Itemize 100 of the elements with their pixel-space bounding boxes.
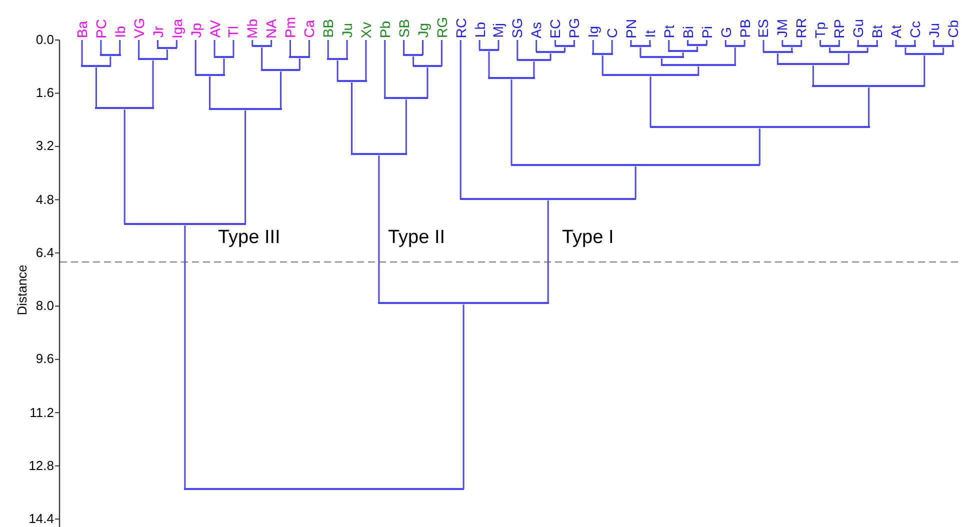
dendrogram-branch [440, 40, 442, 66]
cluster-join-line [100, 54, 121, 56]
dendrogram-branch [166, 50, 168, 59]
cluster-label: Type I [562, 227, 614, 249]
leaf-label: Bt [869, 24, 886, 38]
dendrogram-branch [244, 110, 246, 224]
cluster-join-line [857, 45, 878, 47]
leaf-label: RC [452, 18, 469, 38]
leaf-label: EC [547, 18, 564, 38]
dendrogram-branch [365, 40, 367, 81]
dendrogram-branch [336, 60, 338, 81]
leaf-label: Ba [74, 20, 90, 38]
dendrogram-branch [261, 48, 263, 70]
cluster-join-line [904, 53, 944, 55]
leaf-label: Jr [150, 26, 166, 38]
cluster-join-line [460, 198, 636, 200]
dendrogram-branch [734, 48, 736, 65]
dendrogram-branch [110, 56, 112, 66]
leaf-label: Tl [225, 26, 242, 38]
dendrogram-branch [904, 48, 906, 54]
dendrogram-branch [426, 68, 428, 98]
leaf-label: At [888, 24, 904, 38]
leaf-label: Jp [188, 23, 204, 38]
dendrogram-branch [758, 128, 760, 165]
leaf-label: Xv [358, 22, 374, 38]
dendrogram-branch [384, 40, 386, 98]
dendrogram-branch [460, 40, 462, 199]
dendrogram-branch [498, 40, 500, 50]
leaf-label: As [528, 22, 544, 38]
cluster-join-line [351, 153, 407, 155]
dendrogram-branch [184, 226, 186, 489]
leaf-label: JM [774, 19, 790, 38]
cluster-join-line [209, 108, 282, 110]
leaf-label: Cc [906, 20, 923, 38]
dendrogram-branch [550, 54, 552, 60]
cluster-join-line [194, 74, 225, 76]
cluster-join-line [156, 47, 178, 49]
dendrogram-branch [403, 40, 405, 55]
dendrogram-branch [280, 72, 282, 109]
dendrogram-branch [650, 76, 652, 127]
cluster-join-line [384, 97, 428, 99]
dendrogram-branch [592, 40, 594, 54]
dendrogram-branch [868, 88, 870, 127]
leaf-label: PB [736, 19, 753, 38]
leaf-label: PG [566, 18, 582, 38]
leaf-label: Jg [414, 23, 431, 38]
dendrogram-branch [536, 40, 538, 52]
leaf-label: Pm [282, 17, 298, 38]
axis-title: Distance [14, 264, 30, 316]
leaf-label: BB [320, 19, 336, 38]
axis-tick-label: 6.4 [36, 244, 54, 260]
cluster-join-line [124, 223, 246, 225]
cluster-join-line [776, 63, 850, 65]
dendrogram-branch [634, 166, 636, 199]
leaf-label: Pt [660, 24, 677, 38]
dendrogram-branch [346, 40, 348, 59]
axis-tick-label: 0.0 [36, 32, 54, 47]
dendrogram-branch [640, 48, 642, 57]
cluster-join-line [602, 74, 700, 76]
cluster-join-line [782, 45, 802, 47]
cluster-join-line [630, 45, 651, 47]
dendrogram-branch [95, 68, 97, 108]
leaf-label: NA [263, 18, 280, 38]
dendrogram-branch [327, 40, 329, 59]
dendrogram-branch [422, 40, 424, 55]
leaf-label: C [604, 28, 620, 38]
dendrogram-branch [308, 40, 310, 57]
cluster-join-line [261, 69, 300, 71]
dendrogram-branch [119, 40, 121, 55]
leaf-label: Pb [376, 20, 393, 38]
leaf-label: SG [509, 18, 526, 38]
dendrogram-branch [214, 40, 216, 57]
dendrogram-branch [533, 62, 535, 78]
leaf-label: Iga [168, 18, 185, 38]
dendrogram-branch [378, 156, 380, 303]
cluster-join-line [412, 65, 442, 67]
cluster-join-line [214, 56, 234, 58]
leaf-label: Pi [698, 26, 715, 38]
cluster-join-line [516, 59, 552, 61]
leaf-label: RG [434, 17, 450, 38]
leaf-label: Mb [244, 18, 260, 38]
leaf-label: Ju [926, 23, 942, 38]
cluster-label: Type II [388, 227, 446, 249]
leaf-label: SB [396, 19, 412, 38]
cluster-join-line [640, 56, 684, 58]
cluster-join-line [668, 50, 698, 52]
leaf-label: AV [206, 20, 222, 38]
axis-tick-label: 11.2 [30, 404, 54, 420]
dendrogram-branch [547, 200, 549, 303]
cluster-join-line [933, 45, 954, 47]
cluster-join-line [478, 49, 500, 51]
dendrogram-branch [611, 40, 613, 54]
dendrogram-branch [924, 56, 926, 86]
dendrogram-branch [138, 40, 140, 59]
dendrogram-branch [412, 56, 414, 66]
cluster-join-line [403, 54, 424, 56]
cluster-join-line [812, 85, 926, 87]
leaf-label: Mj [490, 23, 506, 38]
dendrogram-branch [232, 40, 234, 57]
dendrogram-branch [510, 80, 512, 165]
